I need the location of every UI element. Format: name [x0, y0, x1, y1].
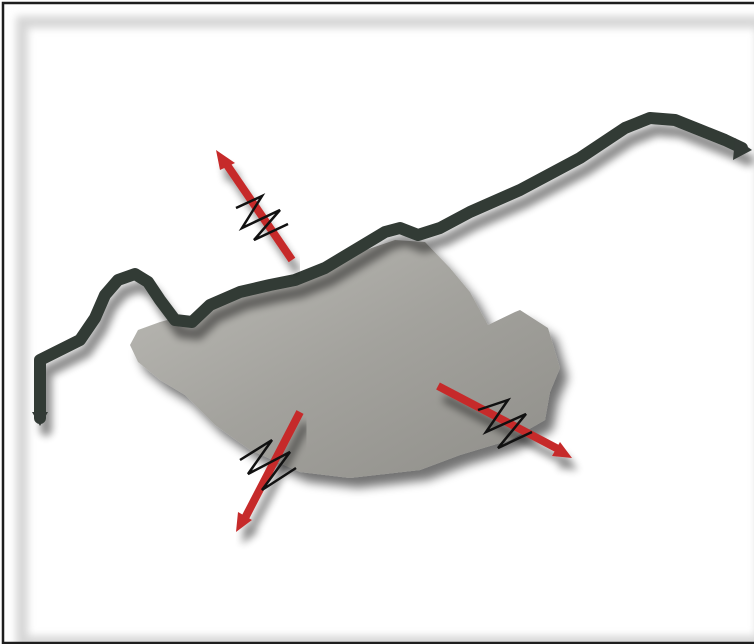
zigzag-spring-icon [236, 196, 288, 240]
route-arrowhead-end [733, 138, 752, 160]
grey-area [130, 240, 560, 478]
force-arrow-top [216, 150, 292, 260]
